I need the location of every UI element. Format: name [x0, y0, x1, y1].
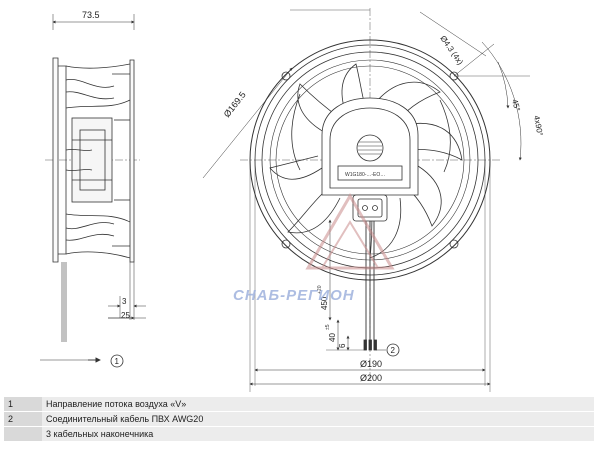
legend-text: 3 кабельных наконечника — [42, 426, 594, 442]
side-view — [40, 14, 146, 368]
dim-depth-3: 3 — [122, 297, 127, 306]
watermark-logo — [305, 193, 395, 270]
watermark-text: СНАБ-РЕГИОН — [233, 287, 355, 304]
dim-depth-25: 25 — [121, 311, 130, 320]
dim-cable-tolerance: +20 — [317, 285, 323, 294]
legend-text: Направление потока воздуха «V» — [42, 397, 594, 412]
legend-row: 3 кабельных наконечника — [4, 426, 594, 442]
legend-number: 1 — [4, 397, 42, 412]
fan-technical-drawing: 73.5 3 25 1 — [40, 8, 544, 392]
callout-2: 2 — [391, 346, 396, 355]
dim-angle-4x90: 4x90° — [532, 115, 544, 137]
legend-text: Соединительный кабель ПВХ AWG20 — [42, 411, 594, 427]
dim-angle-45: 45° — [510, 98, 522, 112]
dim-width-side: 73.5 — [82, 10, 100, 20]
dim-strip-tolerance: ±5 — [325, 324, 331, 330]
dim-hole-4-3: Ø4.3 (4x) — [438, 34, 465, 67]
legend-row: 2 Соединительный кабель ПВХ AWG20 — [4, 411, 594, 427]
motor-label-plate-text: W1G180-…-EO… — [345, 172, 385, 178]
legend-number — [4, 426, 42, 442]
legend-table: 1 Направление потока воздуха «V» 2 Соеди… — [4, 397, 594, 442]
legend-row: 1 Направление потока воздуха «V» — [4, 397, 594, 412]
front-view — [202, 8, 530, 392]
legend-number: 2 — [4, 411, 42, 427]
dim-strip-length: 40 — [328, 333, 337, 342]
dim-diameter-190: Ø190 — [360, 359, 382, 369]
callout-1: 1 — [115, 357, 120, 366]
dim-strip-end: 6 — [338, 343, 347, 348]
dim-diameter-169-5: Ø169.5 — [222, 90, 248, 119]
dim-diameter-200: Ø200 — [360, 373, 382, 383]
dim-cable-length: 450 — [320, 296, 329, 310]
